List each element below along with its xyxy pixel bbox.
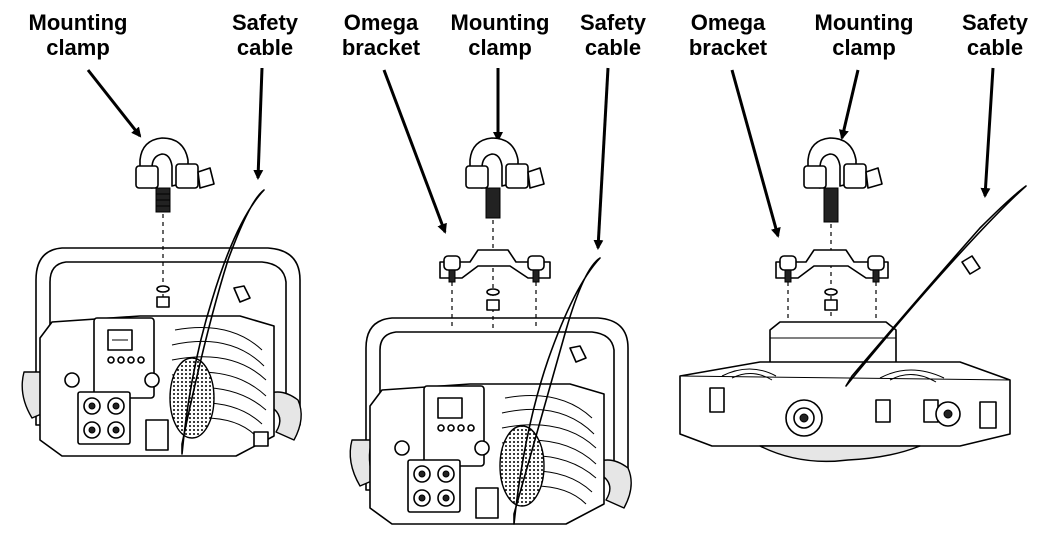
washer [156,285,170,293]
connector-block [407,459,461,513]
panel-1-fixture-with-clamp [21,137,302,457]
label-line: Omega [691,10,766,35]
label-line: clamp [468,35,532,60]
label-line: Safety [580,10,647,35]
label-line: Safety [232,10,299,35]
label-line: Safety [962,10,1029,35]
fixture-housing [679,361,1011,447]
label-line: cable [585,35,641,60]
label-line: Mounting [29,10,128,35]
yoke [35,247,301,426]
mounting-clamp-2 [465,137,545,219]
label-line: clamp [46,35,110,60]
label-p3-mounting-clamp: Mounting clamp [815,10,914,60]
label-p2-omega-bracket: Omega bracket [342,10,421,60]
rotary-connector [935,401,961,427]
label-p1-safety-cable: Safety cable [232,10,299,60]
rotary-connector [785,399,823,437]
label-line: Mounting [451,10,550,35]
lens-bottom [759,445,921,463]
label-line: bracket [342,35,421,60]
label-line: bracket [689,35,768,60]
label-p2-safety-cable: Safety cable [580,10,647,60]
arrow-p3-omega [730,69,781,238]
label-p3-safety-cable: Safety cable [962,10,1029,60]
label-line: cable [967,35,1023,60]
arrow-p1-cable [253,67,264,180]
safety-cable-1 [181,189,265,455]
leader-arrows [86,67,995,250]
arrow-p1-clamp [86,69,142,138]
arrow-p3-cable [980,67,995,198]
arrow-p2-omega [382,69,447,234]
label-p2-mounting-clamp: Mounting clamp [451,10,550,60]
arrow-p2-cable [593,67,610,250]
nut [156,296,170,308]
power-connector [145,419,169,451]
label-line: Mounting [815,10,914,35]
label-line: clamp [832,35,896,60]
safety-cable-3 [845,185,1027,387]
label-line: Omega [344,10,419,35]
label-p1-mounting-clamp: Mounting clamp [29,10,128,60]
connector-block [77,391,131,445]
mounting-clamp-1 [135,137,215,213]
safety-cable-2 [513,257,601,525]
panel-3-fixture-horizontal [679,137,1027,463]
yoke-knob [267,391,302,441]
omega-bracket-2 [439,249,551,283]
omega-bracket-3 [775,249,889,283]
heatsink [721,368,945,383]
panel-2-fixture-with-omega [349,137,632,525]
mounting-clamp-3 [803,137,883,223]
port [253,431,269,447]
label-line: cable [237,35,293,60]
arrow-p3-clamp [838,69,860,140]
label-p3-omega-bracket: Omega bracket [689,10,768,60]
